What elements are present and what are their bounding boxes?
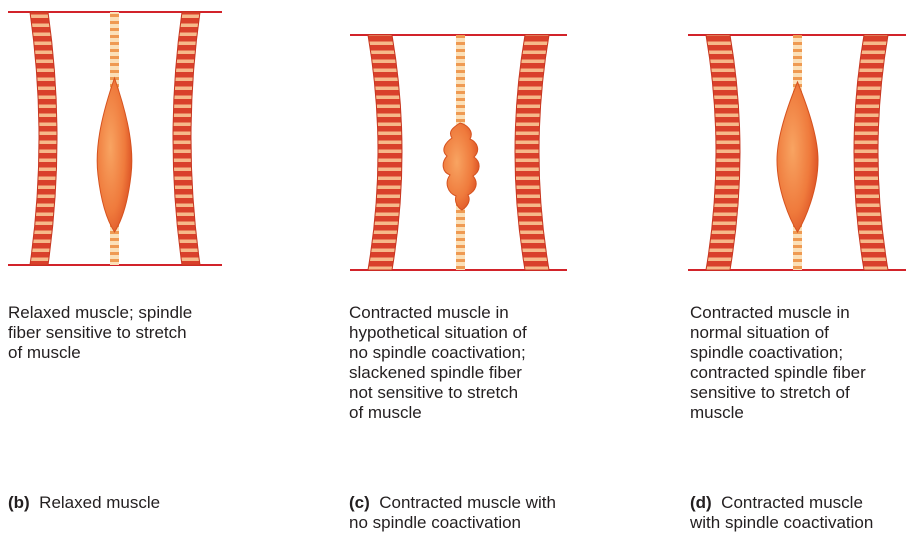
panel-b-caption: (b) Relaxed muscle [8,473,160,513]
panel-b-relaxed [8,12,222,265]
panel-d-with-coactivation [688,35,906,270]
left-muscle-fiber [368,35,402,270]
panel-c-caption: (c) Contracted muscle with no spindle co… [349,473,556,533]
caption-text: Relaxed muscle [39,493,160,512]
slackened-spindle-fiber [443,123,479,210]
panel-c-description: Contracted muscle in hypothetical situat… [349,303,527,423]
caption-text: Contracted muscle with spindle coactivat… [690,493,873,532]
contracted-spindle-fiber [777,82,818,232]
left-muscle-fiber [706,35,740,270]
spindle-fiber [97,78,132,232]
right-muscle-fiber [854,35,888,270]
left-muscle-fiber [30,12,57,265]
panel-b-description: Relaxed muscle; spindle fiber sensitive … [8,303,192,363]
muscle-spindle-diagram [0,0,917,519]
right-muscle-fiber [515,35,549,270]
caption-letter: (b) [8,493,30,512]
caption-text: Contracted muscle with no spindle coacti… [349,493,556,532]
caption-letter: (c) [349,493,370,512]
panel-d-caption: (d) Contracted muscle with spindle coact… [690,473,873,533]
right-muscle-fiber [173,12,200,265]
panel-d-description: Contracted muscle in normal situation of… [690,303,866,423]
caption-letter: (d) [690,493,712,512]
panel-c-no-coactivation [350,35,567,270]
